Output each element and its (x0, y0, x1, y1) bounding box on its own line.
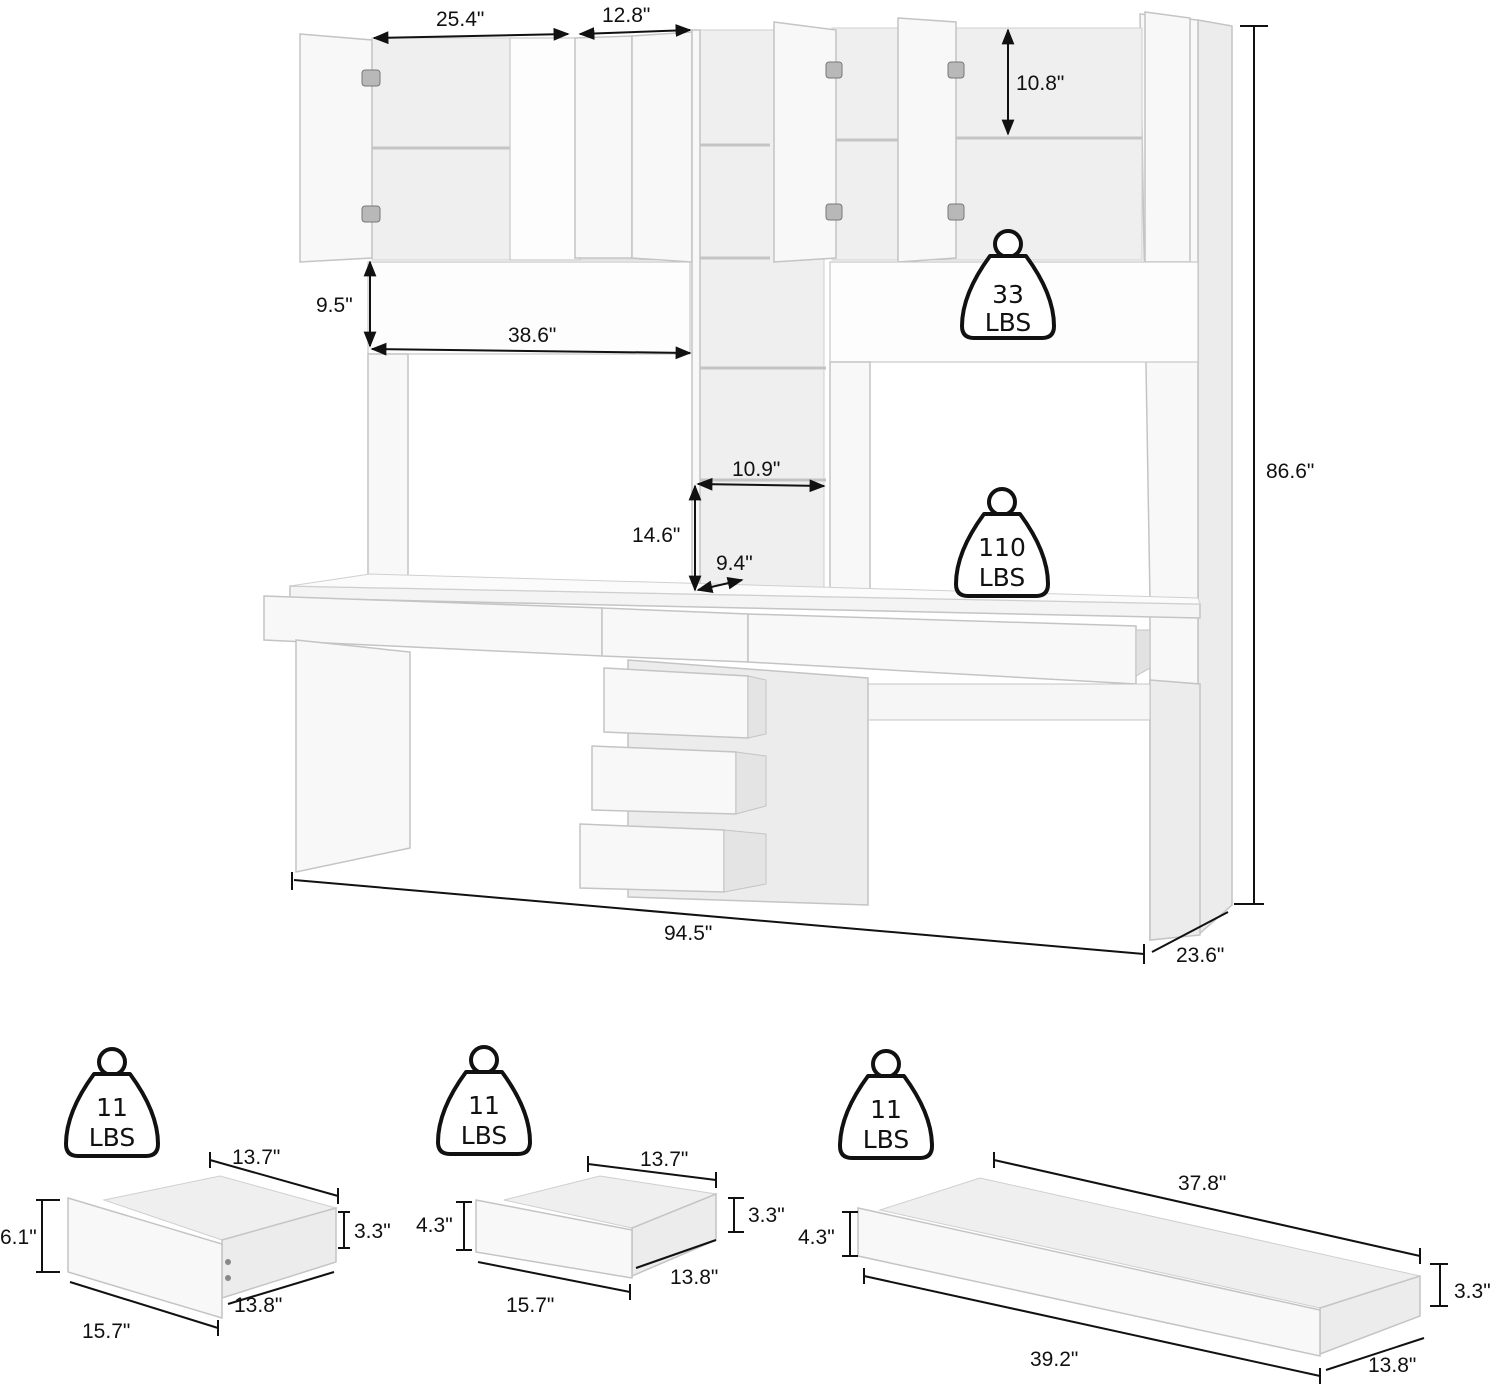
drawer-3-weight-unit: LBS (863, 1125, 910, 1154)
hutch-weight-value: 33 (992, 280, 1024, 309)
drawer-2-front-width-label: 15.7" (506, 1294, 554, 1317)
drawer-1-weight-badge: 11 LBS (64, 1047, 160, 1158)
left-open-shelf (367, 261, 691, 355)
pedestal-drawer-1 (603, 667, 749, 739)
drawer-3-side-height-label: 3.3" (1454, 1280, 1491, 1303)
drawer-1-front-height-label: 6.1" (0, 1226, 37, 1249)
total-height-label: 86.6" (1266, 460, 1314, 483)
drawer-2-weight-value: 11 (468, 1091, 500, 1120)
drawer-1-back-width-label: 13.7" (232, 1146, 280, 1169)
drawer-1-weight-unit: LBS (89, 1123, 136, 1152)
drawer-1-weight-value: 11 (96, 1093, 128, 1122)
drawer-3-front-width-label: 39.2" (1030, 1348, 1078, 1371)
open-shelf-width-label: 38.6" (508, 324, 556, 347)
drawer-2-back-width-label: 13.7" (640, 1148, 688, 1171)
drawer-detail-2: 11 LBS 13.7" 4.3" 3.3" 15.7" 13.8" (416, 1045, 785, 1317)
drawer-3-weight-value: 11 (870, 1095, 902, 1124)
right-hutch-post (829, 361, 871, 599)
column-shelf-depth-label: 9.4" (716, 552, 753, 575)
left-cabinet-door-open (299, 33, 373, 263)
drawer-2-depth-label: 13.8" (670, 1266, 718, 1289)
drawer-2-front (475, 1199, 633, 1279)
right-side-panel (1197, 19, 1233, 937)
desktop-weight-value: 110 (978, 533, 1026, 562)
total-depth-label: 23.6" (1176, 944, 1224, 967)
top-middle-drawer (601, 607, 749, 663)
column-shelf-height-label: 14.6" (632, 524, 680, 547)
drawer-2-weight-badge: 11 LBS (436, 1045, 532, 1156)
drawer-detail-1: 11 LBS 13.7" 6.1" 3.3" 15.7" 13.8" (0, 1047, 391, 1343)
pedestal-drawer-2 (591, 745, 737, 815)
drawer-3-front (857, 1207, 1321, 1357)
pedestal-drawer-3 (579, 823, 725, 893)
drawer-pedestal (579, 659, 869, 906)
right-upper-cabinet (773, 11, 1191, 263)
drawer-1-depth-label: 13.8" (234, 1294, 282, 1317)
cabinet-shelf-height-label: 10.8" (1016, 72, 1064, 95)
drawer-2-front-height-label: 4.3" (416, 1214, 453, 1237)
left-upper-cabinet (299, 31, 693, 263)
desk-illustration: 33 LBS 110 LBS 25.4" 12.8" (263, 4, 1314, 967)
open-shelf-height-label: 9.5" (316, 294, 353, 317)
cabinet-mid-width-label: 12.8" (602, 4, 650, 27)
left-desk-leg (295, 639, 411, 873)
drawer-1-front (67, 1196, 223, 1320)
drawer-1-front-width-label: 15.7" (82, 1320, 130, 1343)
column-shelf-width-label: 10.9" (732, 458, 780, 481)
drawer-3-front-height-label: 4.3" (798, 1226, 835, 1249)
drawer-2-weight-unit: LBS (461, 1121, 508, 1150)
drawer-3-depth-label: 13.8" (1368, 1354, 1416, 1377)
right-cabinet-door-open-1 (773, 21, 837, 263)
right-cabinet-door-open-2 (897, 17, 957, 263)
middle-cabinet-door-open (631, 31, 693, 263)
cabinet-width-label: 25.4" (436, 8, 484, 31)
hutch-weight-badge: 33 LBS (960, 229, 1056, 340)
drawer-3-back-width-label: 37.8" (1178, 1172, 1226, 1195)
desktop-weight-unit: LBS (979, 563, 1026, 592)
desk-dimension-lines (291, 24, 1268, 964)
left-hutch-post (367, 353, 409, 585)
total-width-label: 94.5" (664, 922, 712, 945)
desktop-weight-badge: 110 LBS (954, 487, 1050, 598)
drawer-3-weight-badge: 11 LBS (838, 1049, 934, 1160)
hutch-weight-unit: LBS (985, 308, 1032, 337)
drawer-detail-3: 11 LBS 37.8" 4.3" 3.3" 39.2" 13.8" (798, 1049, 1491, 1384)
drawer-1-side-height-label: 3.3" (354, 1220, 391, 1243)
drawer-2-side-height-label: 3.3" (748, 1204, 785, 1227)
